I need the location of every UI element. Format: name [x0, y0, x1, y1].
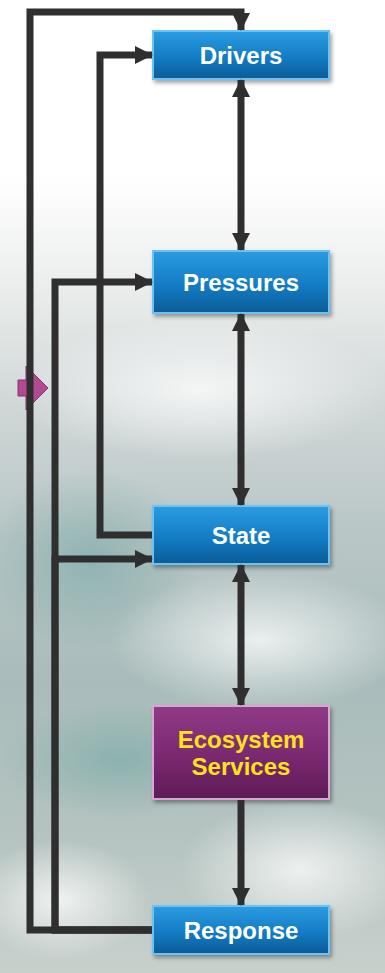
flow-connector	[238, 314, 245, 505]
pointer-arrow	[18, 366, 48, 410]
flow-connector	[100, 55, 152, 535]
process-box: Response	[152, 905, 330, 955]
process-box: Pressures	[152, 250, 330, 314]
flow-connector	[55, 559, 152, 930]
process-box: State	[152, 505, 330, 565]
box-label: Drivers	[200, 42, 283, 69]
flow-connector	[55, 282, 152, 930]
box-label: Pressures	[183, 269, 299, 296]
box-label: Response	[184, 917, 299, 944]
box-label: Ecosystem Services	[176, 726, 306, 780]
flow-connector	[238, 800, 245, 905]
process-box: Drivers	[152, 30, 330, 80]
box-label: State	[212, 522, 271, 549]
flow-connector	[238, 80, 245, 250]
highlight-box: Ecosystem Services	[152, 705, 330, 800]
flow-connector	[30, 12, 241, 930]
flow-connector	[238, 565, 245, 705]
